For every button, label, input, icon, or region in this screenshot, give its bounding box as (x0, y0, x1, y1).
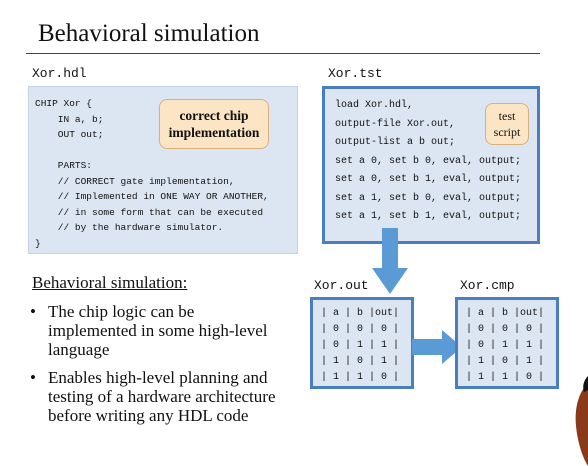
out-file-label: Xor.out (314, 278, 369, 293)
title-divider (26, 53, 540, 54)
hdl-code-panel: CHIP Xor { IN a, b; OUT out; PARTS: // C… (28, 86, 298, 254)
presenter-figure-icon (575, 376, 588, 466)
out-table-panel: | a | b |out| | 0 | 0 | 0 | | 0 | 1 | 1 … (310, 297, 414, 389)
tst-code-panel: load Xor.hdl, output-file Xor.out, outpu… (322, 86, 540, 244)
hdl-callout: correct chip implementation (159, 99, 269, 149)
hdl-code: CHIP Xor { IN a, b; OUT out; PARTS: // C… (35, 98, 269, 249)
section-heading: Behavioral simulation: (32, 273, 188, 292)
bullet-dot-icon: • (30, 368, 36, 387)
tst-file-label: Xor.tst (328, 66, 383, 81)
tst-code: load Xor.hdl, output-file Xor.out, outpu… (335, 100, 522, 222)
cmp-table: | a | b |out| | 0 | 0 | 0 | | 0 | 1 | 1 … (466, 308, 545, 383)
cmp-table-panel: | a | b |out| | 0 | 0 | 0 | | 0 | 1 | 1 … (455, 297, 559, 389)
bullet-item: • The chip logic can be implemented in s… (30, 302, 286, 359)
bullet-text: Enables high-level planning and testing … (48, 368, 276, 425)
tst-callout: test script (485, 103, 529, 145)
hdl-file-label: Xor.hdl (32, 66, 87, 81)
bullet-dot-icon: • (30, 302, 36, 321)
bullet-list: • The chip logic can be implemented in s… (30, 302, 286, 434)
out-table: | a | b |out| | 0 | 0 | 0 | | 0 | 1 | 1 … (321, 308, 400, 383)
bullet-text: The chip logic can be implemented in som… (48, 302, 268, 359)
arrow-down-icon (372, 228, 408, 294)
bullet-item: • Enables high-level planning and testin… (30, 368, 286, 425)
cmp-file-label: Xor.cmp (460, 278, 515, 293)
slide-title: Behavioral simulation (38, 20, 260, 47)
arrow-right-icon (412, 330, 462, 364)
